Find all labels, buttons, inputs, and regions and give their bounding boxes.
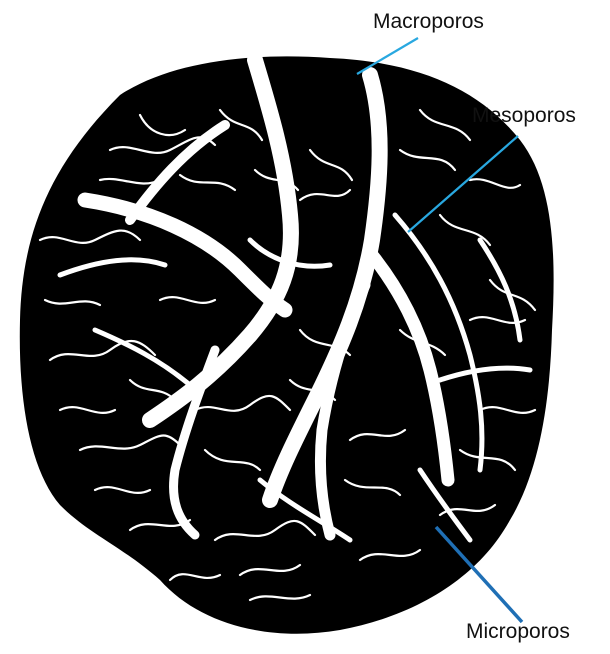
microporos-label: Microporos (466, 620, 570, 644)
soil-aggregate (20, 56, 554, 633)
macroporos-label: Macroporos (373, 10, 484, 34)
mesoporos-label: Mesoporos (472, 104, 576, 128)
